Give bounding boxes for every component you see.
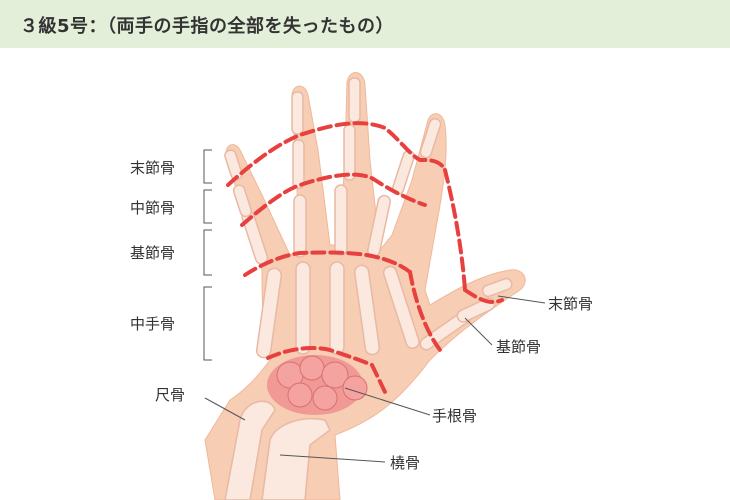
label-thumb-distal-phalanx: 末節骨 [548, 295, 593, 313]
bracket-distal [203, 149, 212, 184]
dashed-line-thumb-tip [463, 288, 504, 304]
dashed-line-middle [240, 172, 427, 227]
dashed-line-proximal [243, 250, 412, 277]
label-proximal-phalanx: 基節骨 [130, 244, 175, 262]
leader-ulna [204, 397, 246, 421]
leader-thumb-distal [497, 295, 546, 304]
bracket-metacarpal [203, 286, 212, 361]
carpal-bones-highlight [267, 355, 368, 415]
page-title: ３級5号：（両手の手指の全部を失ったもの） [20, 16, 395, 37]
radius-bone [261, 418, 331, 500]
label-carpal: 手根骨 [432, 407, 477, 425]
dashed-line-distal [226, 121, 447, 187]
label-ulna: 尺骨 [155, 386, 185, 404]
dashed-line-radial-side [443, 168, 467, 292]
label-middle-phalanx: 中節骨 [130, 199, 175, 217]
dashed-line-carpal [266, 346, 387, 394]
leader-radius [279, 454, 386, 463]
bones [224, 77, 513, 500]
leader-carpal [344, 387, 431, 416]
label-thumb-proximal-phalanx: 基節骨 [496, 338, 541, 356]
dashed-line-thumb [408, 270, 442, 352]
left-brackets [203, 149, 212, 361]
bracket-proximal [203, 229, 212, 276]
leader-lines [204, 295, 546, 463]
leader-thumb-proximal [464, 317, 493, 346]
label-metacarpal: 中手骨 [130, 315, 175, 333]
amputation-lines [226, 121, 504, 394]
header-bar: ３級5号：（両手の手指の全部を失ったもの） [0, 0, 730, 48]
label-distal-phalanx: 末節骨 [130, 159, 175, 177]
bracket-middle [203, 189, 212, 224]
label-radius: 橈骨 [390, 454, 420, 472]
